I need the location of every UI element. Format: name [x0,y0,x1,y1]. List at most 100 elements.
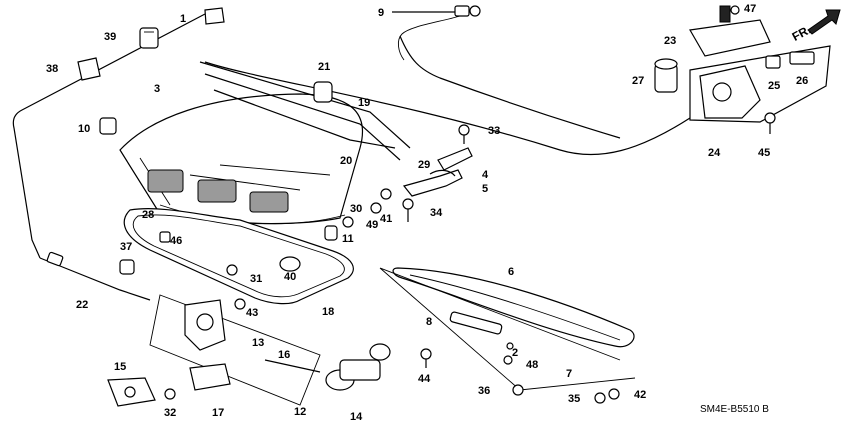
part-47-clip [730,5,740,15]
part-6-7-spoiler [379,267,636,391]
callout-33: 33 [488,125,500,137]
callout-5: 5 [482,183,488,195]
part-27-lock-cylinder [654,58,678,93]
part-3-trunk-lid [119,93,364,225]
callout-46: 46 [170,235,182,247]
callout-18: 18 [322,306,334,318]
part-29-hinge-bracket [437,147,473,171]
callout-49: 49 [366,219,378,231]
callout-38: 38 [46,63,58,75]
part-24-latch-assembly [689,45,831,123]
callout-43: 43 [246,307,258,319]
part-8-seal [449,311,503,335]
part-34-bolt [402,198,414,222]
part-35-nut [594,392,606,404]
callout-22: 22 [76,299,88,311]
part-18-weatherstrip [123,208,354,305]
callout-2: 2 [512,347,518,359]
callout-25: 25 [768,80,780,92]
part-17-latch-base [189,363,231,391]
part-43-bolt [234,298,246,310]
front-direction-arrow [807,9,841,35]
part-2-48-clips [503,342,514,365]
callout-17: 17 [212,407,224,419]
callout-47: 47 [744,3,756,15]
callout-13: 13 [252,337,264,349]
part-36-grommet [512,384,524,396]
callout-4: 4 [482,169,489,181]
part-40-plug [279,256,301,272]
callout-29: 29 [418,159,430,171]
cable-upper-run [399,35,621,139]
part-16-rod [264,359,321,373]
callout-16: 16 [278,349,290,361]
callout-41: 41 [380,213,392,225]
callout-8: 8 [426,316,432,328]
callout-15: 15 [114,361,126,373]
callout-12: 12 [294,406,306,418]
callout-19: 19 [358,97,370,109]
part-32-bolt [164,388,176,400]
front-direction-label: FR. [790,22,814,43]
callout-48: 48 [526,359,538,371]
callout-32: 32 [164,407,176,419]
callout-20: 20 [340,155,352,167]
part-9-opener-cable-end [392,5,481,61]
callout-28: 28 [142,209,154,221]
part-19-20-torsion-bars [199,61,411,161]
callout-7: 7 [566,368,572,380]
callout-27: 27 [632,75,644,87]
part-4-5-trunk-hinge [402,169,463,197]
callout-labels: 1 2 3 4 5 6 7 8 9 10 11 12 13 14 15 16 1… [46,3,808,423]
callout-26: 26 [796,75,808,87]
part-37-grommet [119,259,135,275]
part-12-latch-box-outline [149,294,321,406]
part-46-clip [159,231,171,243]
callout-10: 10 [78,123,90,135]
part-13-trunk-latch [184,299,226,351]
callout-9: 9 [378,7,384,19]
callout-31: 31 [250,273,262,285]
part-39-clip [139,27,159,49]
part-11-bumper [324,225,338,241]
part-31-nut [226,264,238,276]
callout-36: 36 [478,385,490,397]
part-45-bolt [764,112,776,134]
part-30-nut [370,202,382,214]
cable-main-run [204,61,691,156]
drawing-code: SM4E-B5510 B [700,404,769,415]
part-38-clip [77,57,101,81]
part-49-nut [342,216,354,228]
part-33-screw [458,124,470,144]
part-1-clip [204,7,225,25]
callout-39: 39 [104,31,116,43]
part-44-bolt [420,348,432,368]
callout-24: 24 [708,147,721,159]
part-15-striker [107,377,156,407]
part-41-nut [380,188,392,200]
callout-14: 14 [350,411,363,423]
callout-1: 1 [180,13,186,25]
part-23-trunk-lock-cover [689,5,771,57]
callout-44: 44 [418,373,431,385]
part-10-bumper [99,117,117,135]
callout-11: 11 [342,233,354,245]
part-42-nut [608,388,620,400]
part-14-cylinder-assembly [325,343,391,391]
callout-37: 37 [120,241,132,253]
part-21-stopper [313,81,333,103]
callout-45: 45 [758,147,770,159]
callout-3: 3 [154,83,160,95]
callout-30: 30 [350,203,362,215]
callout-34: 34 [430,207,443,219]
callout-23: 23 [664,35,676,47]
callout-40: 40 [284,271,296,283]
callout-42: 42 [634,389,646,401]
callout-35: 35 [568,393,580,405]
part-25-26-latch-levers [765,51,815,69]
callout-6: 6 [508,266,514,278]
part-22-release-cable [39,251,151,301]
callout-21: 21 [318,61,330,73]
